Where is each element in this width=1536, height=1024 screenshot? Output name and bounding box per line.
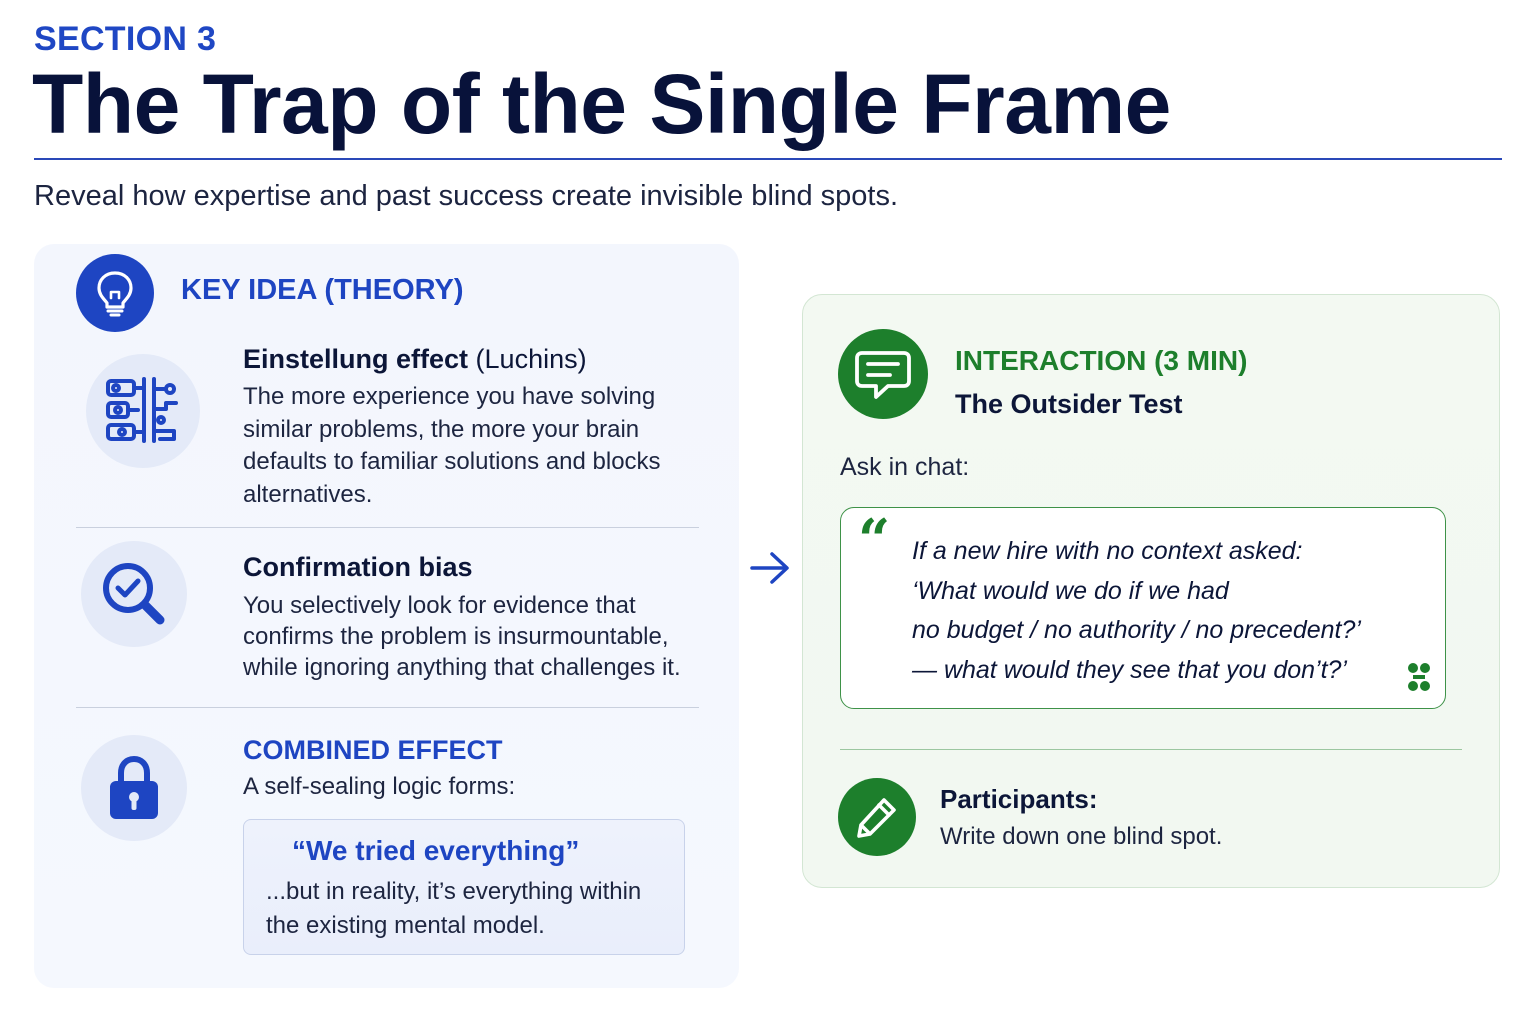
confirmation-bias-title: Confirmation bias [243,552,473,582]
section-label: SECTION 3 [34,20,217,58]
chat-prompt-line: no budget / no authority / no precedent?… [912,616,1361,644]
key-idea-heading: KEY IDEA (THEORY) [181,274,464,306]
title-divider [34,158,1502,160]
close-quote-icon [1406,660,1432,701]
interaction-heading: INTERACTION (3 MIN) [955,345,1248,376]
combined-effect-body: A self-sealing logic forms: [243,773,516,800]
page-subtitle: Reveal how expertise and past success cr… [34,180,899,212]
lock-icon [81,735,187,841]
lightbulb-icon [76,254,154,332]
einstellung-title: Einstellung effect (Luchins) [243,344,587,375]
participants-instruction: Write down one blind spot. [940,823,1223,850]
pencil-icon [838,778,916,856]
magnifier-check-icon [81,541,187,647]
arrow-right-icon [748,548,792,593]
einstellung-title-suffix: (Luchins) [475,344,587,374]
combined-quote-headline: “We tried everything” [292,835,580,866]
einstellung-title-text: Einstellung effect [243,344,469,374]
open-quote-icon: “ [858,507,891,573]
chat-prompt-line: If a new hire with no context asked: [912,537,1303,565]
combined-quote-body: ...but in reality, it’s everything withi… [266,878,642,939]
chat-prompt-line: ‘What would we do if we had [912,576,1229,605]
chat-prompt-line: — what would they see that you don’t?’ [912,655,1347,684]
chat-bubble-icon [838,329,928,419]
chat-prompt-text: If a new hire with no context asked: ‘Wh… [912,532,1432,690]
chat-prompt-box [840,507,1446,709]
interaction-subheading: The Outsider Test [955,389,1183,419]
participants-label: Participants: [940,784,1098,814]
item-divider [76,527,699,528]
ask-in-chat-label: Ask in chat: [840,453,970,481]
combined-effect-heading: COMBINED EFFECT [243,735,503,765]
einstellung-body: The more experience you have solving sim… [243,383,661,508]
interaction-divider [840,749,1462,750]
confirmation-bias-body: You selectively look for evidence that c… [243,592,681,681]
item-divider [76,707,699,708]
combined-quote-box [243,819,685,955]
page-title: The Trap of the Single Frame [32,57,1171,151]
circuit-icon [86,354,200,468]
